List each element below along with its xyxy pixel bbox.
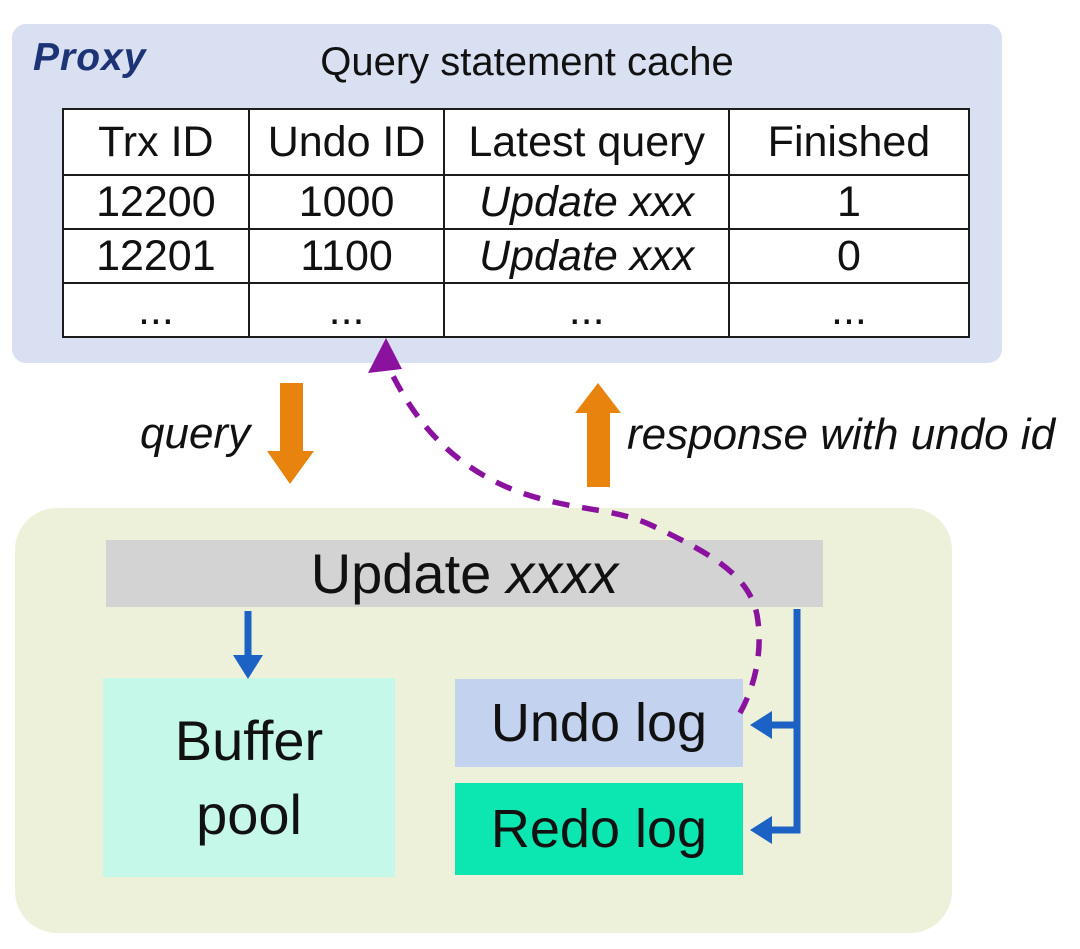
update-statement-bar: Update xxxx	[106, 540, 823, 607]
table-cell: 1000	[247, 174, 446, 230]
table-cell: ...	[727, 282, 971, 338]
proxy-title: Proxy	[33, 36, 147, 79]
table-cell: Update xxx	[443, 228, 730, 284]
table-cell: 1100	[247, 228, 446, 284]
column-header: Undo ID	[247, 108, 446, 176]
buffer-pool-label-line1: Buffer	[174, 708, 324, 772]
undo-log-box: Undo log	[455, 679, 743, 767]
column-header: Trx ID	[62, 108, 250, 176]
update-statement-placeholder: xxxx	[506, 542, 619, 605]
table-cell: 1	[727, 174, 971, 230]
redo-log-box: Redo log	[455, 783, 743, 875]
table-cell: 12201	[62, 228, 250, 284]
table-cell: ...	[247, 282, 446, 338]
response-up-arrow-icon	[575, 383, 621, 487]
table-cell: ...	[62, 282, 250, 338]
undo-log-label: Undo log	[490, 693, 708, 753]
table-row: ............	[62, 282, 971, 338]
table-cell: Update xxx	[443, 174, 730, 230]
buffer-pool-label-line2: pool	[196, 782, 302, 846]
update-statement-text: Update	[310, 542, 492, 605]
column-header: Latest query	[443, 108, 730, 176]
redo-log-label: Redo log	[490, 799, 708, 859]
table-cell: ...	[443, 282, 730, 338]
column-header: Finished	[727, 108, 971, 176]
query-flow-label: query	[140, 409, 251, 458]
table-cell: 0	[727, 228, 971, 284]
query-statement-cache-title: Query statement cache	[320, 40, 734, 84]
table-cell: 12200	[62, 174, 250, 230]
buffer-pool-box: Buffer pool	[103, 678, 395, 877]
query-down-arrow-icon	[267, 383, 314, 484]
response-flow-label: response with undo id	[627, 410, 1056, 459]
